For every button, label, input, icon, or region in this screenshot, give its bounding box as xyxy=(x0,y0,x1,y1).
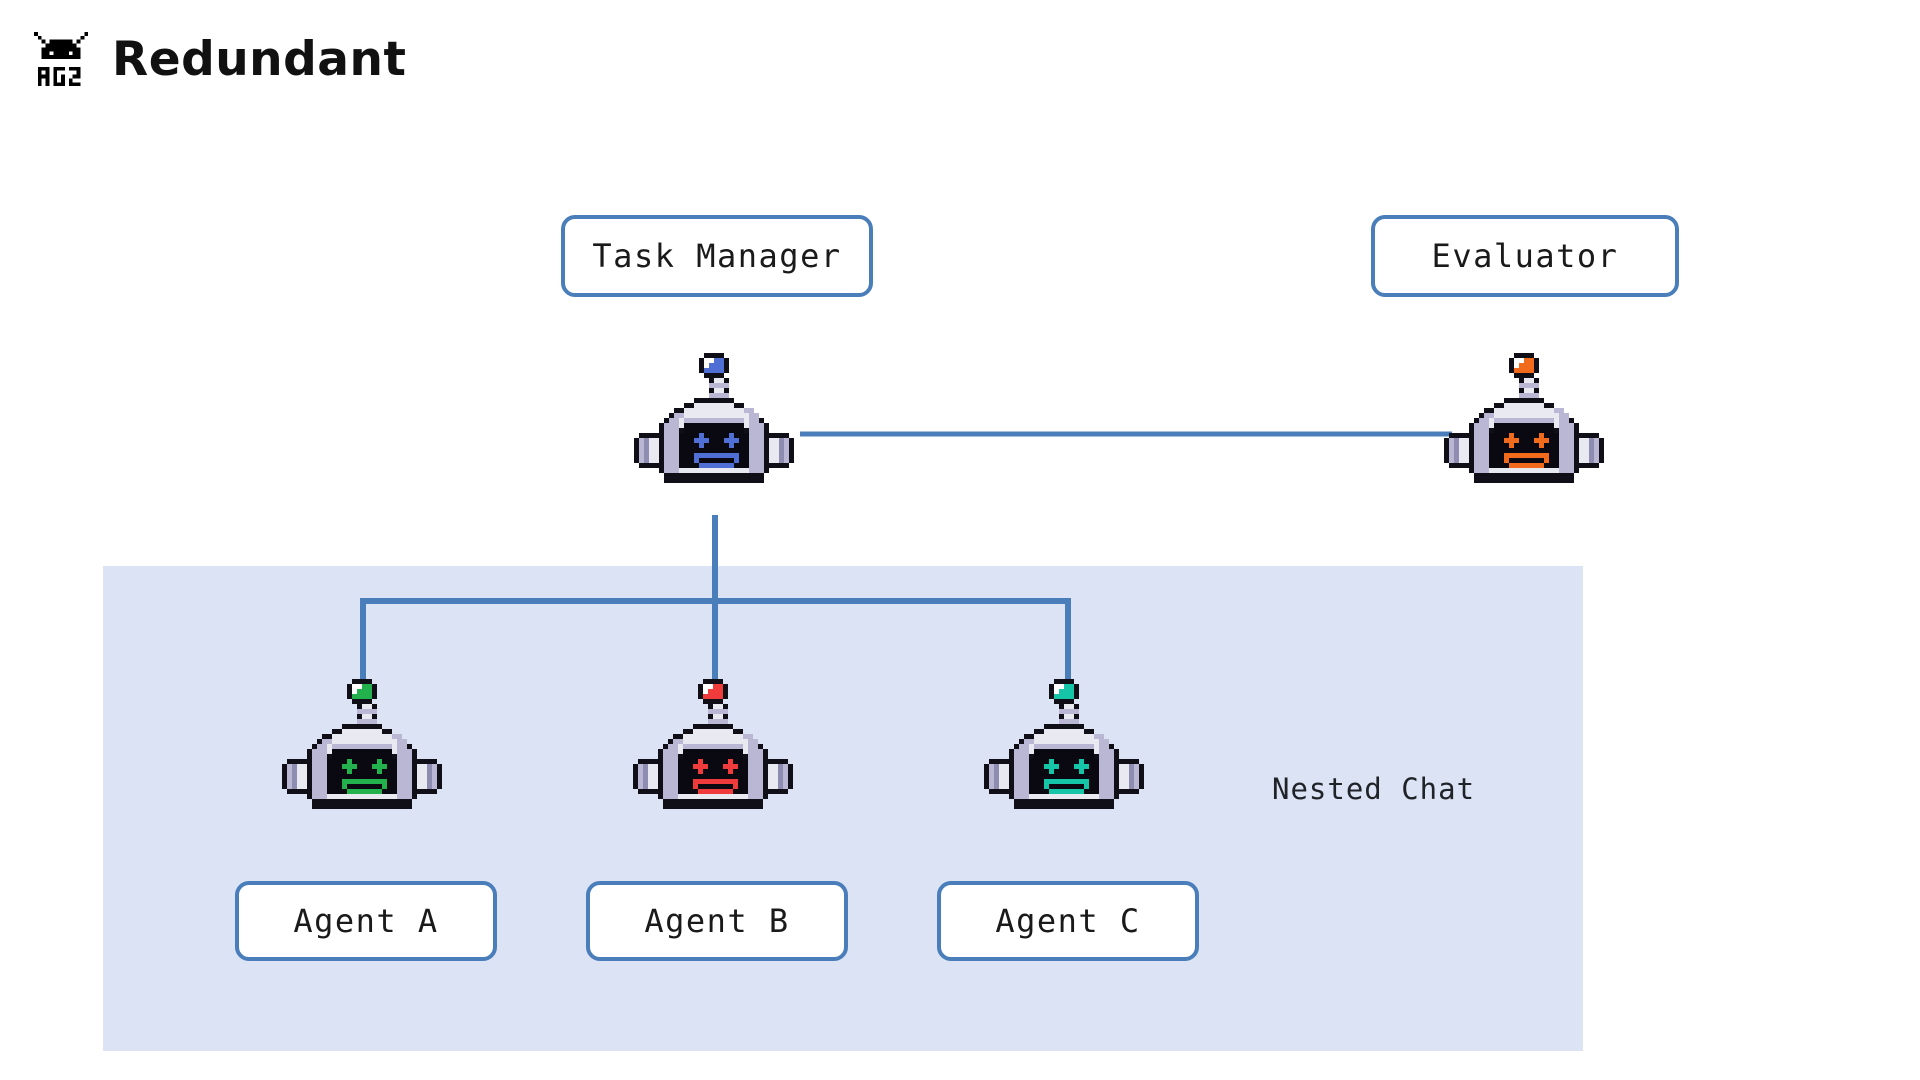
node-box-agent-c[interactable]: Agent C xyxy=(937,881,1199,961)
node-box-agent-a[interactable]: Agent A xyxy=(235,881,497,961)
robot-avatar-icon-agent-c xyxy=(984,679,1144,809)
node-box-agent-b[interactable]: Agent B xyxy=(586,881,848,961)
node-label-agent-a: Agent A xyxy=(293,902,439,940)
node-box-task-manager[interactable]: Task Manager xyxy=(561,215,873,297)
robot-avatar-icon-evaluator xyxy=(1444,353,1604,483)
robot-avatar-icon-agent-a xyxy=(282,679,442,809)
nested-chat-label: Nested Chat xyxy=(1272,772,1476,806)
node-label-agent-c: Agent C xyxy=(995,902,1141,940)
node-box-evaluator[interactable]: Evaluator xyxy=(1371,215,1679,297)
node-label-agent-b: Agent B xyxy=(644,902,790,940)
robot-avatar-icon-task-manager xyxy=(634,353,794,483)
page-title: Redundant xyxy=(112,31,407,87)
node-label-task-manager: Task Manager xyxy=(592,237,842,275)
robot-avatar-icon-agent-b xyxy=(633,679,793,809)
ag2-robot-logo-icon xyxy=(33,31,89,87)
page-header: Redundant xyxy=(30,28,406,90)
node-label-evaluator: Evaluator xyxy=(1431,237,1619,275)
